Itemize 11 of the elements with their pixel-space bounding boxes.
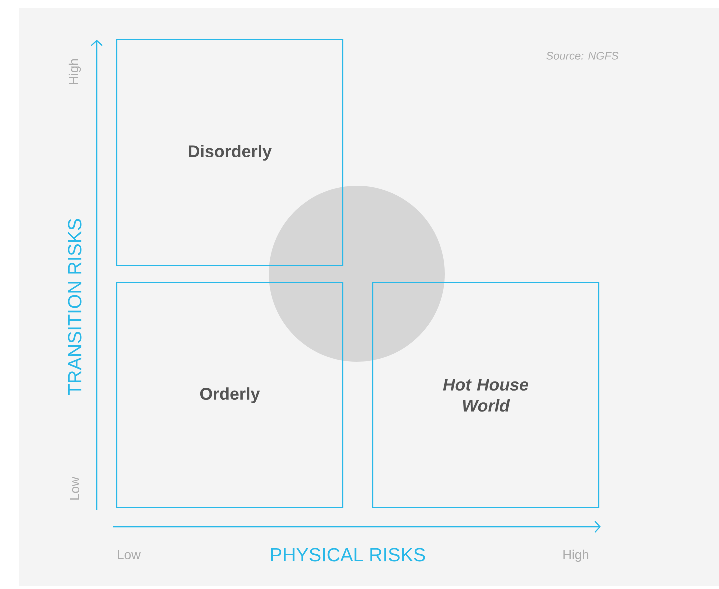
- axis-end-label: Low: [70, 477, 80, 500]
- source-note: Source: NGFS: [546, 52, 619, 60]
- scenario-box: Disorderly: [116, 39, 344, 267]
- axis-end-label: High: [68, 59, 82, 84]
- scenario-box: Orderly: [116, 282, 344, 509]
- axis-title: TRANSITION RISKS: [68, 219, 82, 396]
- axis-title: PHYSICAL RISKS: [271, 548, 426, 562]
- circle: [269, 186, 445, 362]
- scenario-box: Hot House World: [372, 282, 600, 509]
- axis-end-label: Low: [118, 550, 141, 560]
- axis-end-label: High: [564, 550, 589, 562]
